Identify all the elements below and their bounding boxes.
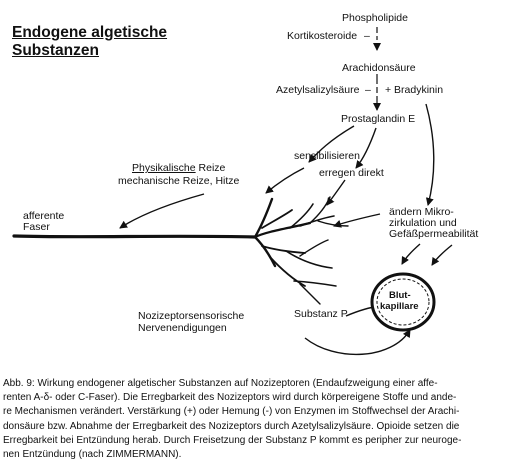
caption-line-5: Erregbarkeit bei Entzündung herab. Durch… [3, 434, 462, 446]
label-nozizeptorsensorische: Nozizeptorsensorische [138, 310, 245, 322]
label-aendern-3: Gefäßpermeabilität [389, 228, 479, 240]
caption-line-3: re Mechanismen verändert. Verstärkung (+… [3, 406, 460, 418]
label-mechanische-reize: mechanische Reize, Hitze [118, 175, 240, 187]
label-azetylsalizylsaeure: Azetylsalizylsäure [276, 84, 360, 96]
caption-line-1: Abb. 9: Wirkung endogener algetischer Su… [3, 378, 438, 389]
label-nervenendigungen: Nervenendigungen [138, 322, 227, 334]
label-kortikosteroide: Kortikosteroide [287, 30, 358, 42]
label-faser: Faser [23, 221, 50, 233]
label-minus-1: – [364, 30, 370, 42]
label-physikalische-reize: Physikalische Reize [132, 162, 225, 174]
label-plus-bradykinin: + Bradykinin [385, 84, 444, 96]
afferent-fiber [12, 196, 349, 305]
blood-capillary [370, 272, 436, 332]
label-physikalische: Physikalische [132, 162, 196, 174]
label-reize: Reize [195, 162, 226, 174]
caption-line-6: nen Entzündung (nach ZIMMERMANN). [3, 449, 182, 461]
label-erregen-direkt: erregen direkt [319, 167, 384, 179]
label-afferente: afferente [23, 210, 65, 222]
label-prostaglandin-e: Prostaglandin E [341, 113, 416, 125]
figure-caption: Abb. 9: Wirkung endogener algetischer Su… [3, 377, 515, 462]
label-aendern-1: ändern Mikro- [389, 206, 454, 218]
caption-line-2: renten A-δ- oder C-Faser). Die Erregbark… [3, 392, 457, 404]
label-kapillare: kapillare [380, 301, 419, 312]
caption-line-4: donsäure bzw. Abnahme der Erregbarkeit d… [3, 420, 460, 432]
label-phospholipide: Phospholipide [342, 12, 408, 24]
label-arachidonsaeure: Arachidonsäure [342, 62, 416, 74]
diagram-title-line1: Endogene algetische [12, 24, 168, 41]
arrows [119, 103, 453, 356]
label-aendern-2: zirkulation und [389, 217, 457, 229]
label-substanz-p: Substanz P [294, 308, 348, 320]
label-sensibilisieren: sensibilisieren [294, 150, 360, 162]
label-minus-2: – [365, 84, 371, 96]
label-blut: Blut- [389, 290, 411, 301]
nociceptor-diagram [12, 27, 453, 356]
diagram-title-line2: Substanzen [12, 42, 99, 59]
